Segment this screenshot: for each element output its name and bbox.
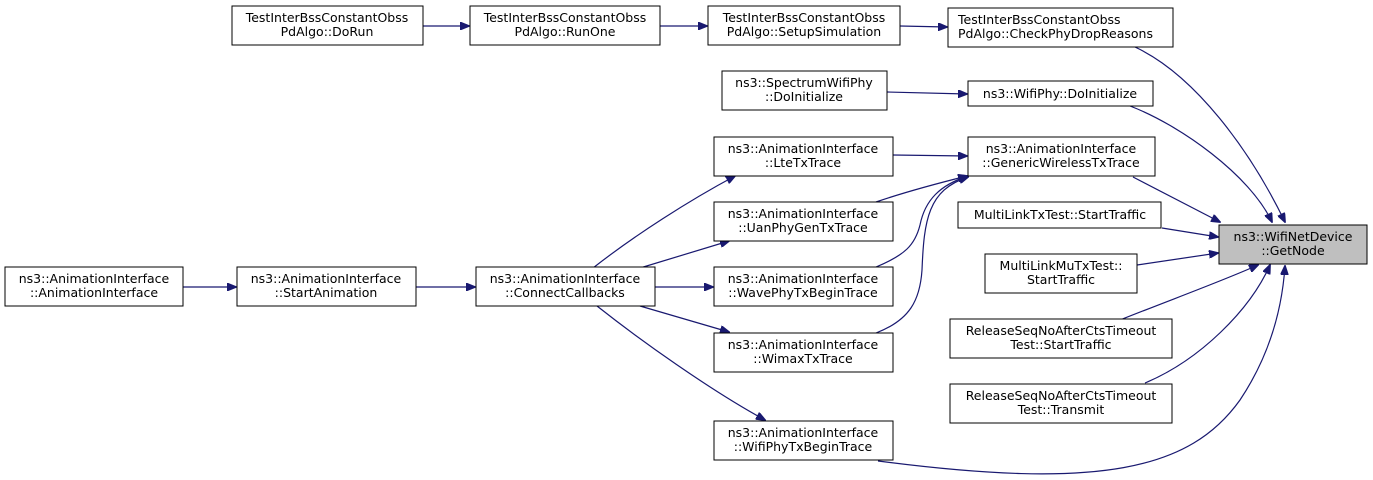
node-label-line-1: ns3::AnimationInterface: [251, 271, 402, 286]
edges-layer: [183, 26, 1285, 475]
edge-multilinktx-getnode: [1161, 227, 1218, 237]
node-label-line-1: TestInterBssConstantObss: [957, 12, 1121, 27]
node-label-line-2: ::GetNode: [1261, 243, 1325, 258]
node-multilinktxtest-starttraffic[interactable]: MultiLinkTxTest::StartTraffic: [957, 201, 1162, 229]
node-label-line-2: ::ConnectCallbacks: [505, 285, 625, 300]
node-label-line-2: Test::Transmit: [1017, 402, 1105, 417]
edge-wifiphyinit-getnode: [1129, 105, 1272, 222]
node-startanimation[interactable]: ns3::AnimationInterface ::StartAnimation: [236, 266, 417, 307]
node-label-line-1: ns3::AnimationInterface: [728, 425, 879, 440]
edge-genericwireless-getnode: [1132, 176, 1220, 222]
edge-connectcb-wimax: [639, 305, 729, 332]
node-label-line-1: ns3::AnimationInterface: [490, 271, 641, 286]
node-multilinkmutxtest-starttraffic[interactable]: MultiLinkMuTxTest:: StartTraffic: [984, 253, 1138, 294]
node-dorun[interactable]: TestInterBssConstantObss PdAlgo::DoRun: [231, 5, 424, 46]
node-label-line-1: ns3::SpectrumWifiPhy: [735, 75, 873, 90]
node-releaseseq-starttraffic[interactable]: ReleaseSeqNoAfterCtsTimeout Test::StartT…: [949, 318, 1173, 359]
node-label-line-1: ns3::AnimationInterface: [19, 271, 170, 286]
edge-wavephy-genericwireless: [875, 176, 968, 268]
edge-ltetx-genericwireless: [892, 155, 967, 156]
node-label-line-1: ns3::WifiPhy::DoInitialize: [983, 86, 1138, 101]
node-connectcallbacks[interactable]: ns3::AnimationInterface ::ConnectCallbac…: [475, 266, 656, 307]
node-wimaxtxtrace[interactable]: ns3::AnimationInterface ::WimaxTxTrace: [713, 332, 894, 373]
node-label-line-1: ns3::AnimationInterface: [986, 141, 1137, 156]
node-label-line-2: StartTraffic: [1027, 272, 1095, 287]
node-wifiphytxbegintrace[interactable]: ns3::AnimationInterface ::WifiPhyTxBegin…: [713, 420, 894, 461]
node-label-line-1: ns3::AnimationInterface: [728, 141, 879, 156]
edge-setupsim-checkphydrop: [899, 26, 947, 27]
edge-connectcb-ltetx: [592, 176, 735, 269]
node-label-line-1: TestInterBssConstantObss: [483, 10, 647, 25]
node-wifiphy-doinitialize[interactable]: ns3::WifiPhy::DoInitialize: [967, 80, 1154, 107]
node-label-line-2: PdAlgo::SetupSimulation: [727, 24, 881, 39]
edge-connectcb-uanphy: [639, 241, 729, 269]
node-label-line-1: ReleaseSeqNoAfterCtsTimeout: [966, 323, 1157, 338]
node-label-line-2: ::StartAnimation: [275, 285, 378, 300]
node-label-line-1: ns3::WifiNetDevice: [1234, 229, 1353, 244]
edge-connectcb-wifiphytx: [596, 305, 765, 420]
node-label-line-2: ::WavePhyTxBeginTrace: [728, 285, 878, 300]
node-setupsimulation[interactable]: TestInterBssConstantObss PdAlgo::SetupSi…: [707, 5, 901, 46]
node-runone[interactable]: TestInterBssConstantObss PdAlgo::RunOne: [469, 5, 661, 46]
node-label-line-2: Test::StartTraffic: [1009, 337, 1111, 352]
node-label-line-1: ReleaseSeqNoAfterCtsTimeout: [966, 388, 1157, 403]
node-spectrumwifiphy-doinitialize[interactable]: ns3::SpectrumWifiPhy ::DoInitialize: [721, 70, 888, 111]
edge-wimax-genericwireless: [875, 177, 968, 334]
node-label-line-1: TestInterBssConstantObss: [722, 10, 886, 25]
node-checkphydropreasons[interactable]: TestInterBssConstantObss PdAlgo::CheckPh…: [947, 7, 1174, 48]
node-wifinetdevice-getnode[interactable]: ns3::WifiNetDevice ::GetNode: [1218, 224, 1368, 265]
node-ltetxtrace[interactable]: ns3::AnimationInterface ::LteTxTrace: [713, 136, 894, 177]
edge-releaseseqtx-getnode: [1144, 265, 1270, 384]
node-genericwirelesstxtrace[interactable]: ns3::AnimationInterface ::GenericWireles…: [967, 136, 1156, 177]
edge-releaseseqstart-getnode: [1119, 265, 1258, 321]
edge-checkphydrop-getnode: [1134, 46, 1285, 222]
node-label-line-2: ::WimaxTxTrace: [753, 351, 853, 366]
node-wavephytxbegintrace[interactable]: ns3::AnimationInterface ::WavePhyTxBegin…: [713, 266, 894, 307]
edge-multilinkmu-getnode: [1136, 253, 1218, 266]
node-label-line-1: ns3::AnimationInterface: [728, 271, 879, 286]
node-label-line-1: ns3::AnimationInterface: [728, 337, 879, 352]
node-label-line-2: PdAlgo::CheckPhyDropReasons: [958, 26, 1153, 41]
node-uanphygentxtrace[interactable]: ns3::AnimationInterface ::UanPhyGenTxTra…: [713, 201, 894, 242]
node-label-line-1: MultiLinkTxTest::StartTraffic: [974, 207, 1146, 222]
node-label-line-1: TestInterBssConstantObss: [245, 10, 409, 25]
node-animationinterface-ctor[interactable]: ns3::AnimationInterface ::AnimationInter…: [4, 266, 184, 307]
node-label-line-2: ::UanPhyGenTxTrace: [738, 220, 868, 235]
node-label-line-2: PdAlgo::DoRun: [281, 24, 374, 39]
node-label-line-2: ::AnimationInterface: [30, 285, 158, 300]
node-label-line-2: PdAlgo::RunOne: [515, 24, 616, 39]
node-label-line-1: MultiLinkMuTxTest::: [1000, 258, 1123, 273]
node-label-line-1: ns3::AnimationInterface: [728, 206, 879, 221]
nodes-layer: ns3::WifiNetDevice ::GetNode TestInterBs…: [4, 5, 1368, 461]
node-releaseseq-transmit[interactable]: ReleaseSeqNoAfterCtsTimeout Test::Transm…: [949, 383, 1173, 424]
edge-uanphy-genericwireless: [875, 176, 967, 203]
edge-spectruminit-wifiphyinit: [886, 92, 967, 94]
node-label-line-2: ::DoInitialize: [765, 89, 843, 104]
node-label-line-2: ::LteTxTrace: [765, 155, 841, 170]
node-label-line-2: ::WifiPhyTxBeginTrace: [734, 439, 873, 454]
edge-wifiphytx-getnode: [877, 266, 1285, 475]
node-label-line-2: ::GenericWirelessTxTrace: [982, 155, 1140, 170]
